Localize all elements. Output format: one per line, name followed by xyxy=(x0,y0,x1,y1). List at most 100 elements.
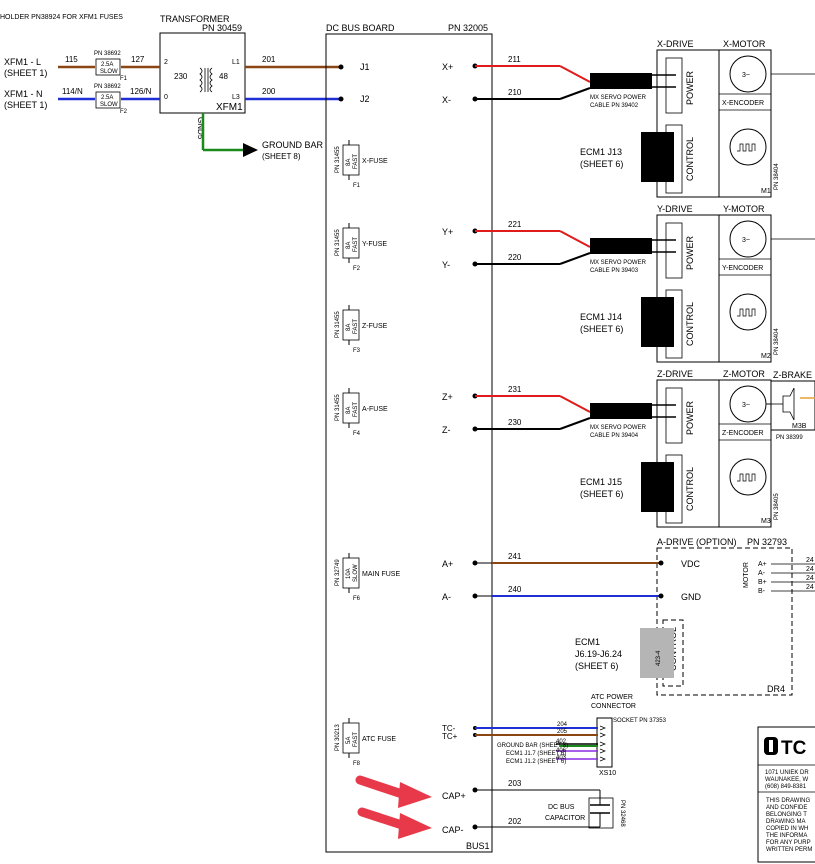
svg-text:A-DRIVE (OPTION): A-DRIVE (OPTION) xyxy=(657,537,737,547)
svg-text:A-FUSE: A-FUSE xyxy=(362,406,388,413)
svg-text:Y-MOTOR: Y-MOTOR xyxy=(723,204,765,214)
svg-text:WAUNAKEE, W: WAUNAKEE, W xyxy=(765,777,808,783)
svg-text:X-MOTOR: X-MOTOR xyxy=(723,39,766,49)
svg-text:F8: F8 xyxy=(353,761,361,767)
input-l: XFM1 - L (SHEET 1) 115 PN 38692 2.5A SLO… xyxy=(4,51,160,82)
svg-text:200: 200 xyxy=(262,87,276,96)
bus-pin-j1: J1 xyxy=(360,62,370,72)
svg-text:0: 0 xyxy=(164,94,168,101)
svg-text:AND CONFIDE: AND CONFIDE xyxy=(766,805,807,811)
svg-text:GROUND BAR: GROUND BAR xyxy=(262,140,324,150)
svg-text:DC BUS BOARD: DC BUS BOARD xyxy=(326,23,395,33)
svg-text:Y-FUSE: Y-FUSE xyxy=(362,241,387,248)
svg-text:F2: F2 xyxy=(120,109,128,115)
svg-text:203: 203 xyxy=(508,779,522,788)
svg-text:TRANSFORMER: TRANSFORMER xyxy=(160,14,230,24)
svg-text:402: 402 xyxy=(556,739,567,745)
svg-text:PN 30213: PN 30213 xyxy=(335,724,341,751)
svg-text:PN 38405: PN 38405 xyxy=(774,493,780,520)
svg-text:CONNECTOR: CONNECTOR xyxy=(591,703,636,710)
svg-text:Y-DRIVE: Y-DRIVE xyxy=(657,204,693,214)
svg-text:5A: 5A xyxy=(346,737,352,744)
svg-text:ATC POWER: ATC POWER xyxy=(591,694,633,701)
svg-text:PN 38692: PN 38692 xyxy=(94,51,121,57)
svg-text:(SHEET 1): (SHEET 1) xyxy=(4,100,47,110)
svg-text:ECM1 J15: ECM1 J15 xyxy=(580,477,622,487)
svg-text:X+: X+ xyxy=(442,62,453,72)
svg-text:(SHEET 6): (SHEET 6) xyxy=(575,661,618,671)
svg-text:L3: L3 xyxy=(232,94,240,101)
svg-text:X-DRIVE: X-DRIVE xyxy=(657,39,694,49)
svg-text:MX SERVO POWER: MX SERVO POWER xyxy=(590,95,647,101)
svg-text:Y+: Y+ xyxy=(442,227,453,237)
svg-text:127: 127 xyxy=(131,55,145,64)
svg-text:Z-MOTOR: Z-MOTOR xyxy=(723,369,765,379)
svg-text:F4: F4 xyxy=(353,431,361,437)
svg-text:221: 221 xyxy=(508,220,522,229)
svg-text:L1: L1 xyxy=(232,59,240,66)
xfm-primary: 230 xyxy=(174,72,188,81)
svg-text:220: 220 xyxy=(508,253,522,262)
svg-text:PN 32005: PN 32005 xyxy=(448,23,488,33)
xfm-ref: XFM1 xyxy=(216,102,243,113)
title-block: TC 1071 UNIEK DR WAUNAKEE, W (608) 849-8… xyxy=(757,726,815,863)
svg-text:8A: 8A xyxy=(346,324,352,331)
svg-text:F3: F3 xyxy=(353,348,361,354)
svg-text:X-FUSE: X-FUSE xyxy=(362,158,388,165)
svg-text:TC+: TC+ xyxy=(442,732,458,741)
svg-text:ECM1 J13: ECM1 J13 xyxy=(580,147,622,157)
svg-text:POWER: POWER xyxy=(685,235,695,270)
svg-text:240: 240 xyxy=(508,585,522,594)
svg-text:PN 31455: PN 31455 xyxy=(335,311,341,338)
transformer: TRANSFORMER PN 30459 230 48 2 0 L1 L3 XF… xyxy=(159,14,246,140)
svg-text:201: 201 xyxy=(262,55,276,64)
svg-text:24: 24 xyxy=(806,566,814,573)
svg-text:F2: F2 xyxy=(353,266,361,272)
svg-text:115: 115 xyxy=(65,55,78,64)
svg-text:F1: F1 xyxy=(120,76,128,82)
svg-text:8A: 8A xyxy=(346,407,352,414)
svg-text:XFM1 - N: XFM1 - N xyxy=(4,89,43,99)
svg-text:1071 UNIEK DR: 1071 UNIEK DR xyxy=(765,770,809,776)
svg-text:BELONGING T: BELONGING T xyxy=(766,812,807,818)
svg-text:Z-DRIVE: Z-DRIVE xyxy=(657,369,693,379)
svg-text:PN 32468: PN 32468 xyxy=(619,800,625,827)
svg-text:F1: F1 xyxy=(353,183,361,189)
svg-text:THE INFORMA: THE INFORMA xyxy=(766,833,807,839)
svg-text:X-ENCODER: X-ENCODER xyxy=(722,100,764,107)
svg-text:GND5: GND5 xyxy=(196,117,205,140)
svg-text:241: 241 xyxy=(508,552,522,561)
svg-text:PN 31455: PN 31455 xyxy=(335,229,341,256)
svg-text:PN 31455: PN 31455 xyxy=(335,394,341,421)
svg-text:PN 38404: PN 38404 xyxy=(774,328,780,355)
company-logo-icon: TC xyxy=(764,737,807,759)
svg-text:SLOW: SLOW xyxy=(353,564,359,582)
svg-text:Z-: Z- xyxy=(442,425,451,435)
svg-text:PN 32793: PN 32793 xyxy=(747,537,787,547)
svg-text:CAP+: CAP+ xyxy=(442,791,466,801)
svg-text:(SHEET 6): (SHEET 6) xyxy=(580,159,623,169)
svg-text:M1: M1 xyxy=(761,188,771,195)
svg-text:3~: 3~ xyxy=(742,72,750,79)
svg-text:XS10: XS10 xyxy=(599,770,616,777)
svg-text:BUS1: BUS1 xyxy=(466,841,490,851)
svg-text:Y-ENCODER: Y-ENCODER xyxy=(722,265,763,272)
ground-bar: GROUND BAR (SHEET 8) xyxy=(201,113,324,161)
svg-text:FAST: FAST xyxy=(353,154,359,169)
svg-text:PN 38399: PN 38399 xyxy=(776,435,803,441)
svg-text:GND: GND xyxy=(681,592,702,602)
svg-text:COPIED IN WH: COPIED IN WH xyxy=(766,826,808,832)
svg-text:CONTROL: CONTROL xyxy=(685,302,695,346)
svg-text:211: 211 xyxy=(508,55,521,64)
svg-text:Z-BRAKE: Z-BRAKE xyxy=(773,370,812,380)
svg-text:126/N: 126/N xyxy=(130,87,152,96)
svg-text:SOCKET PN 37353: SOCKET PN 37353 xyxy=(613,718,667,724)
svg-text:Z-ENCODER: Z-ENCODER xyxy=(722,430,764,437)
svg-text:3~: 3~ xyxy=(742,402,750,409)
svg-text:8A: 8A xyxy=(346,159,352,166)
svg-text:ATC FUSE: ATC FUSE xyxy=(362,736,396,743)
dc-bus-board: DC BUS BOARD PN 32005 BUS1 xyxy=(325,23,493,853)
